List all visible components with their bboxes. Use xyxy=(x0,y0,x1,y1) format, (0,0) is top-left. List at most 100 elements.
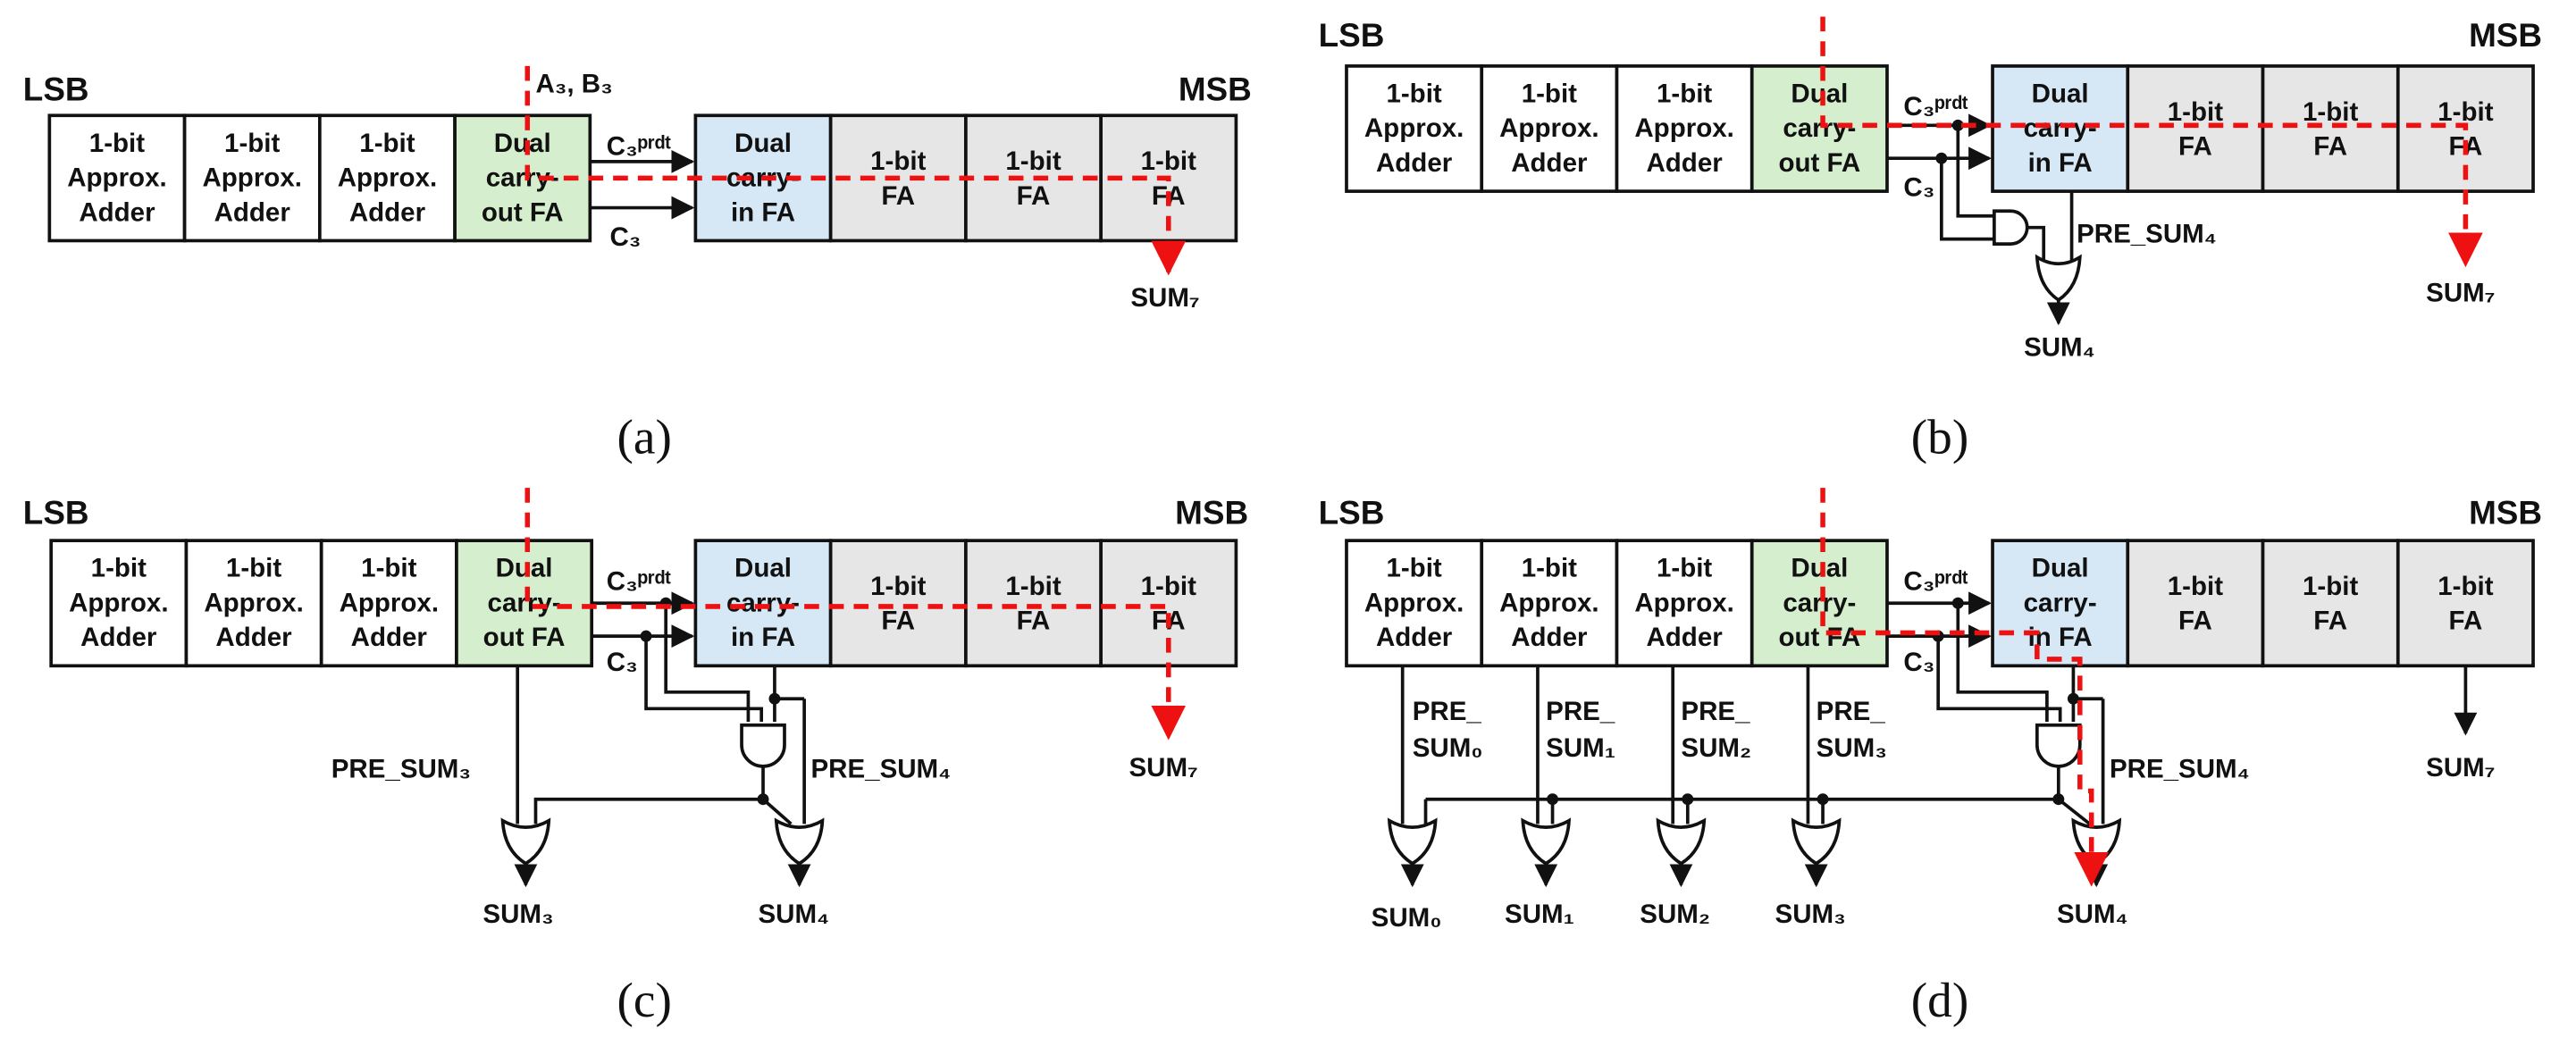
full-adder-cell xyxy=(964,539,1103,668)
cell-text: Approx. xyxy=(1364,113,1464,143)
c3prdt-label: C₃ᵖʳᵈᵗ xyxy=(1903,566,1968,596)
cell-text: 1-bit xyxy=(1141,572,1196,601)
cell-text: Approx. xyxy=(202,163,301,193)
cell-text: Adder xyxy=(1511,148,1588,178)
gate-output-wire xyxy=(2026,225,2046,261)
cell-text: in FA xyxy=(2028,148,2093,178)
sum0-label: SUM₀ xyxy=(1372,903,1442,933)
cell-text: Dual xyxy=(734,554,792,583)
msb-label: MSB xyxy=(2469,17,2542,54)
ab3-label: A₃, B₃ xyxy=(535,69,612,98)
cell-text: FA xyxy=(1017,607,1051,636)
cell-text: carry- xyxy=(2024,113,2097,143)
cell-text: FA xyxy=(881,181,915,211)
caption-a: (a) xyxy=(617,409,672,464)
cell-text: Adder xyxy=(79,197,155,227)
cell-text: 1-bit xyxy=(1386,80,1441,109)
cell-text: 1-bit xyxy=(1141,146,1196,176)
pre-sum3-label-line1: PRE_ xyxy=(1817,697,1886,726)
caption-c: (c) xyxy=(617,973,672,1027)
sum7-label: SUM₇ xyxy=(1130,283,1199,313)
sum7-label: SUM₇ xyxy=(1129,753,1198,783)
sum4-label: SUM₄ xyxy=(2024,333,2095,363)
msb-label: MSB xyxy=(1175,495,1248,532)
cell-text: 1-bit xyxy=(870,572,926,601)
sum3-label: SUM₃ xyxy=(482,900,553,929)
cell-text: 1-bit xyxy=(361,554,416,583)
panel-c: LSB MSB 1-bit Approx. Adder 1-bit Approx… xyxy=(23,488,1248,1027)
dual-carry-in-fa-cell xyxy=(1991,539,2130,668)
cell-text: Dual xyxy=(1791,554,1848,583)
cell-text: 1-bit xyxy=(359,129,415,158)
caption-b: (b) xyxy=(1911,409,1969,464)
c3prdt-label: C₃ᵖʳᵈᵗ xyxy=(607,132,671,162)
cell-text: out FA xyxy=(483,623,566,652)
dual-carry-in-fa-cell xyxy=(693,539,833,668)
cell-text: Dual xyxy=(1791,80,1848,109)
approx-adder-cell xyxy=(1480,64,1619,193)
or-gate xyxy=(1656,817,1707,866)
cell-text: 1-bit xyxy=(1522,80,1577,109)
pre-sum2-label-line2: SUM₂ xyxy=(1681,733,1751,763)
cell-text: 1-bit xyxy=(1005,572,1061,601)
cell-text: Approx. xyxy=(1499,113,1598,143)
sum3-label: SUM₃ xyxy=(1775,900,1846,929)
cell-text: Adder xyxy=(80,623,157,652)
approx-adder-cell xyxy=(1345,64,1484,193)
msb-label: MSB xyxy=(2469,495,2542,532)
pre-sum3-label: PRE_SUM₃ xyxy=(331,755,471,784)
approx-adder-cell xyxy=(1345,539,1484,668)
cell-text: out FA xyxy=(1778,148,1860,178)
pre-sum2-label-line1: PRE_ xyxy=(1681,697,1750,726)
select-wire xyxy=(761,798,793,825)
approx-adder-cell xyxy=(319,539,458,668)
cell-text: Approx. xyxy=(338,163,437,193)
select-wire xyxy=(533,797,764,824)
cell-text: FA xyxy=(2449,607,2483,636)
cell-text: Adder xyxy=(1646,148,1723,178)
pre-sum4-label: PRE_SUM₄ xyxy=(2110,755,2250,784)
pre-sum0-label-line1: PRE_ xyxy=(1413,697,1482,726)
c3-label: C₃ xyxy=(609,222,641,252)
and-gate xyxy=(740,723,786,768)
cell-text: Approx. xyxy=(340,588,439,617)
cell-text: Dual xyxy=(2032,80,2089,109)
cell-text: out FA xyxy=(482,197,564,227)
cell-text: 1-bit xyxy=(89,129,145,158)
pre-sum1-label-line1: PRE_ xyxy=(1546,697,1615,726)
gate-input-wire xyxy=(1956,125,1994,218)
lsb-label: LSB xyxy=(23,495,89,532)
cell-text: carry- xyxy=(488,588,561,617)
dual-carry-out-fa-cell xyxy=(1749,539,1889,668)
full-adder-cell xyxy=(2396,539,2535,668)
critical-path xyxy=(1820,488,2110,887)
cell-text: Adder xyxy=(1646,623,1723,652)
cell-text: 1-bit xyxy=(91,554,147,583)
c3prdt-label: C₃ᵖʳᵈᵗ xyxy=(607,566,671,596)
approx-adder-cell xyxy=(184,539,323,668)
dual-carry-out-fa-cell xyxy=(455,539,594,668)
gate-input-wire xyxy=(644,636,764,723)
panel-a: LSB MSB 1-bit Approx. Adder 1-bit Approx… xyxy=(23,65,1252,464)
cell-text: 1-bit xyxy=(2303,572,2358,601)
c3-label: C₃ xyxy=(607,648,638,677)
full-adder-cell xyxy=(828,539,968,668)
dual-carry-in-fa-cell xyxy=(1991,64,2130,193)
critical-path xyxy=(524,488,1187,741)
cell-text: out FA xyxy=(1778,623,1860,652)
or-gate xyxy=(2071,817,2122,866)
cell-text: Adder xyxy=(1511,623,1588,652)
pre-sum4-label: PRE_SUM₄ xyxy=(811,755,952,784)
full-adder-cell xyxy=(2261,64,2400,193)
approx-adder-cell xyxy=(49,539,189,668)
cell-text: carry- xyxy=(2024,588,2097,617)
c3prdt-label: C₃ᵖʳᵈᵗ xyxy=(1903,92,1968,121)
cell-text: Adder xyxy=(215,623,292,652)
cell-text: Dual xyxy=(2032,554,2089,583)
pre-sum3-label-line2: SUM₃ xyxy=(1817,733,1887,763)
cell-text: 1-bit xyxy=(2168,97,2223,127)
cell-text: 1-bit xyxy=(226,554,281,583)
approx-adder-cell xyxy=(182,113,322,243)
c3-label: C₃ xyxy=(1903,173,1934,203)
